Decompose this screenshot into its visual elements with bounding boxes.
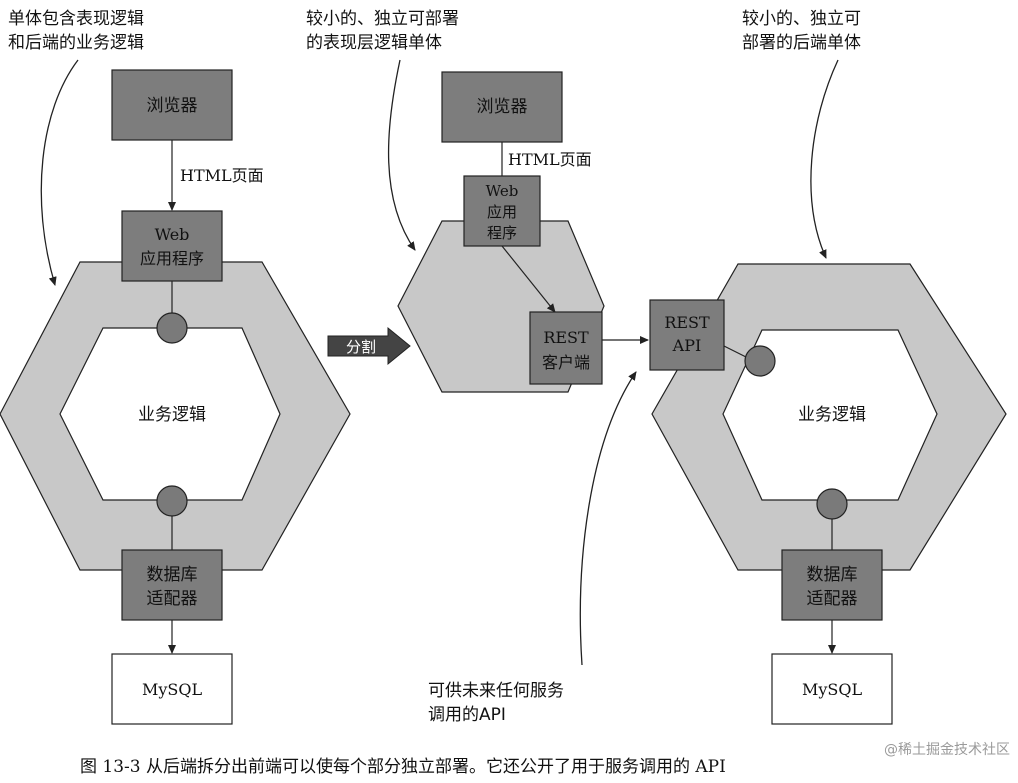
right-annotation-line-2: 部署的后端单体 — [742, 33, 861, 53]
split-arrow-shape — [327, 326, 411, 366]
api-note-line-1: 可供未来任何服务 — [428, 681, 564, 701]
frontend-web-app-line-3: 程序 — [487, 224, 517, 242]
backend-db-adapter-box — [781, 549, 883, 621]
left-monolith: 单体包含表现逻辑 和后端的业务逻辑 业务逻辑 浏览器 HTML页面 Web 应用… — [0, 9, 351, 725]
left-bottom-port — [156, 485, 188, 517]
left-mysql-box — [111, 653, 233, 725]
frontend-web-app-line-2: 应用 — [487, 203, 517, 221]
frontend-web-app-line-1: Web — [486, 182, 519, 200]
right-annotation-arrow — [810, 59, 839, 259]
backend-rest-api-line-1: REST — [664, 313, 710, 332]
frontend-rest-client-line-2: 客户端 — [542, 353, 590, 372]
frontend-html-page-label: HTML页面 — [508, 150, 592, 169]
middle-annotation-line-1: 较小的、独立可部署 — [306, 9, 459, 29]
frontend-monolith: 较小的、独立可部署 的表现层逻辑单体 浏览器 HTML页面 Web 应用 程序 … — [306, 9, 649, 725]
backend-rest-api-box — [649, 299, 725, 371]
split-arrow: 分割 — [327, 326, 411, 366]
middle-annotation-line-2: 的表现层逻辑单体 — [306, 33, 442, 53]
left-annotation-line-1: 单体包含表现逻辑 — [8, 9, 144, 29]
left-db-adapter-line-2: 适配器 — [147, 589, 198, 609]
backend-api-port-line — [723, 345, 749, 359]
left-mysql-label: MySQL — [142, 680, 203, 699]
backend-mysql-label: MySQL — [802, 680, 863, 699]
left-web-app-line-1: Web — [155, 225, 190, 244]
left-browser-label: 浏览器 — [147, 96, 198, 116]
left-web-app-line-2: 应用程序 — [140, 249, 204, 268]
left-html-page-label: HTML页面 — [180, 166, 264, 185]
backend-business-logic-label: 业务逻辑 — [798, 405, 866, 425]
frontend-browser-box — [441, 71, 563, 143]
left-annotation-arrow — [40, 59, 79, 286]
backend-db-adapter-line-2: 适配器 — [807, 589, 858, 609]
backend-mysql-box — [771, 653, 893, 725]
api-note-arrow — [579, 371, 637, 666]
left-web-app-box — [121, 210, 223, 282]
right-annotation-line-1: 较小的、独立可 — [742, 9, 861, 29]
frontend-webapp-to-client-arrow — [501, 245, 556, 313]
left-hexagon — [0, 261, 351, 571]
split-arrow-label: 分割 — [346, 338, 376, 356]
left-db-adapter-line-1: 数据库 — [147, 565, 198, 585]
watermark: @稀土掘金技术社区 — [884, 742, 1010, 758]
backend-hexagon — [651, 263, 1007, 571]
left-business-logic-label: 业务逻辑 — [138, 405, 206, 425]
backend-bottom-port — [816, 488, 848, 520]
api-note-line-2: 调用的API — [428, 705, 506, 725]
left-top-port — [156, 312, 188, 344]
backend-top-port — [744, 345, 776, 377]
middle-annotation-arrow — [387, 59, 416, 251]
frontend-rest-client-line-1: REST — [543, 328, 589, 347]
left-annotation-line-2: 和后端的业务逻辑 — [8, 33, 144, 53]
backend-db-adapter-line-1: 数据库 — [807, 565, 858, 585]
left-db-adapter-box — [121, 549, 223, 621]
backend-monolith: 较小的、独立可 部署的后端单体 业务逻辑 REST API 数据库 适配器 My… — [649, 9, 1007, 725]
left-browser-box — [111, 69, 233, 141]
backend-rest-api-line-2: API — [672, 336, 702, 355]
frontend-rest-client-box — [529, 311, 603, 385]
figure-caption: 图 13-3 从后端拆分出前端可以使每个部分独立部署。它还公开了用于服务调用的 … — [80, 756, 726, 777]
frontend-browser-label: 浏览器 — [477, 97, 528, 117]
